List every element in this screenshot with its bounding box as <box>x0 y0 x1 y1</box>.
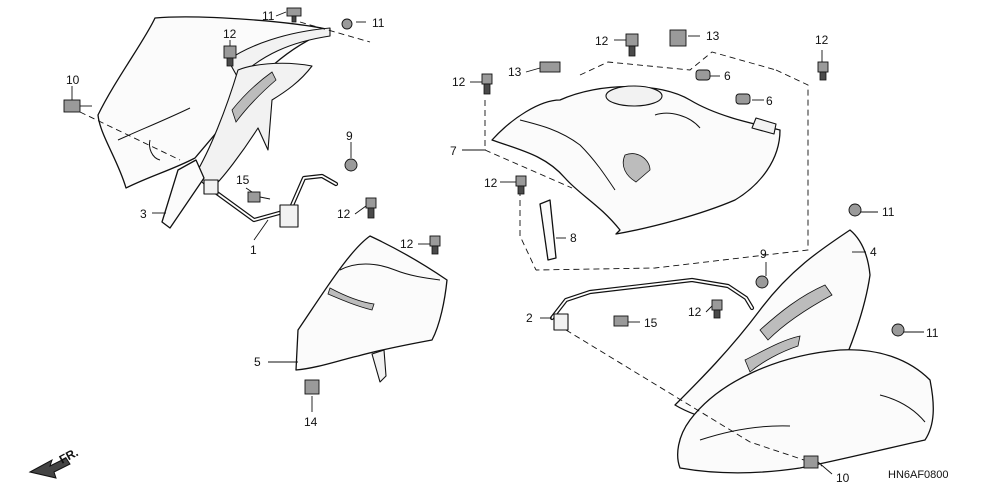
fasteners <box>63 7 905 469</box>
label-part-12: 12 <box>688 305 702 319</box>
label-part-9: 9 <box>760 247 767 261</box>
nut-icon <box>735 93 751 105</box>
clip-icon <box>817 61 829 81</box>
part-labels: 11 11 12 10 9 15 3 1 12 12 5 14 12 13 12… <box>66 9 939 485</box>
label-part-11: 11 <box>262 9 275 23</box>
label-part-11: 11 <box>372 16 385 30</box>
windscreen-part <box>97 16 331 189</box>
label-part-15: 15 <box>236 173 250 187</box>
leader-lines <box>71 11 924 475</box>
label-part-2: 2 <box>526 311 533 325</box>
bolt-icon <box>286 7 302 23</box>
front-fender <box>677 349 934 474</box>
label-part-12: 12 <box>452 75 466 89</box>
label-part-5: 5 <box>254 355 261 369</box>
label-part-8: 8 <box>570 231 577 245</box>
label-part-12: 12 <box>484 176 498 190</box>
bolt-icon <box>341 18 353 30</box>
label-part-7: 7 <box>450 144 457 158</box>
label-part-12: 12 <box>595 34 609 48</box>
grommet-icon <box>344 158 358 172</box>
strip-part-8 <box>539 199 557 261</box>
label-part-4: 4 <box>870 245 877 259</box>
diagram-code: HN6AF0800 <box>888 469 949 481</box>
label-part-1: 1 <box>250 243 257 257</box>
clip-icon <box>223 45 237 67</box>
label-part-12: 12 <box>337 207 351 221</box>
bolt-icon <box>613 315 629 327</box>
label-part-6: 6 <box>724 69 731 83</box>
clip-icon <box>711 299 723 319</box>
clip-icon <box>429 235 441 255</box>
front-upper-cover-part-5 <box>295 235 448 383</box>
label-part-10: 10 <box>836 471 850 485</box>
bolt-icon <box>891 323 905 337</box>
label-part-13: 13 <box>706 29 720 43</box>
screw-icon <box>803 455 819 469</box>
label-part-15: 15 <box>644 316 658 330</box>
label-part-13: 13 <box>508 65 522 79</box>
label-part-3: 3 <box>140 207 147 221</box>
label-part-9: 9 <box>346 129 353 143</box>
bracket-icon <box>539 61 561 73</box>
label-part-11: 11 <box>926 326 939 340</box>
label-part-12: 12 <box>400 237 414 251</box>
label-part-10: 10 <box>66 73 80 87</box>
label-part-11: 11 <box>882 205 895 219</box>
label-part-6: 6 <box>766 94 773 108</box>
label-part-12: 12 <box>223 27 237 41</box>
bolt-icon <box>848 203 862 217</box>
bracket-icon <box>669 29 687 47</box>
clip-icon <box>515 175 527 195</box>
nut-icon <box>695 69 711 81</box>
front-arrow-icon <box>28 457 71 479</box>
label-part-14: 14 <box>304 415 318 429</box>
tank-cover-part <box>491 85 781 235</box>
nut-icon <box>304 379 320 395</box>
label-part-12: 12 <box>815 33 829 47</box>
screw-icon <box>63 99 92 113</box>
stay-rod-part-1 <box>203 173 339 228</box>
bolt-icon <box>247 191 271 203</box>
stay-rod-part-2 <box>549 277 755 331</box>
grommet-icon <box>755 275 769 289</box>
clip-icon <box>481 73 493 95</box>
front-direction-indicator: FR. <box>28 445 80 479</box>
clip-icon <box>365 197 377 219</box>
clip-icon <box>625 33 639 57</box>
